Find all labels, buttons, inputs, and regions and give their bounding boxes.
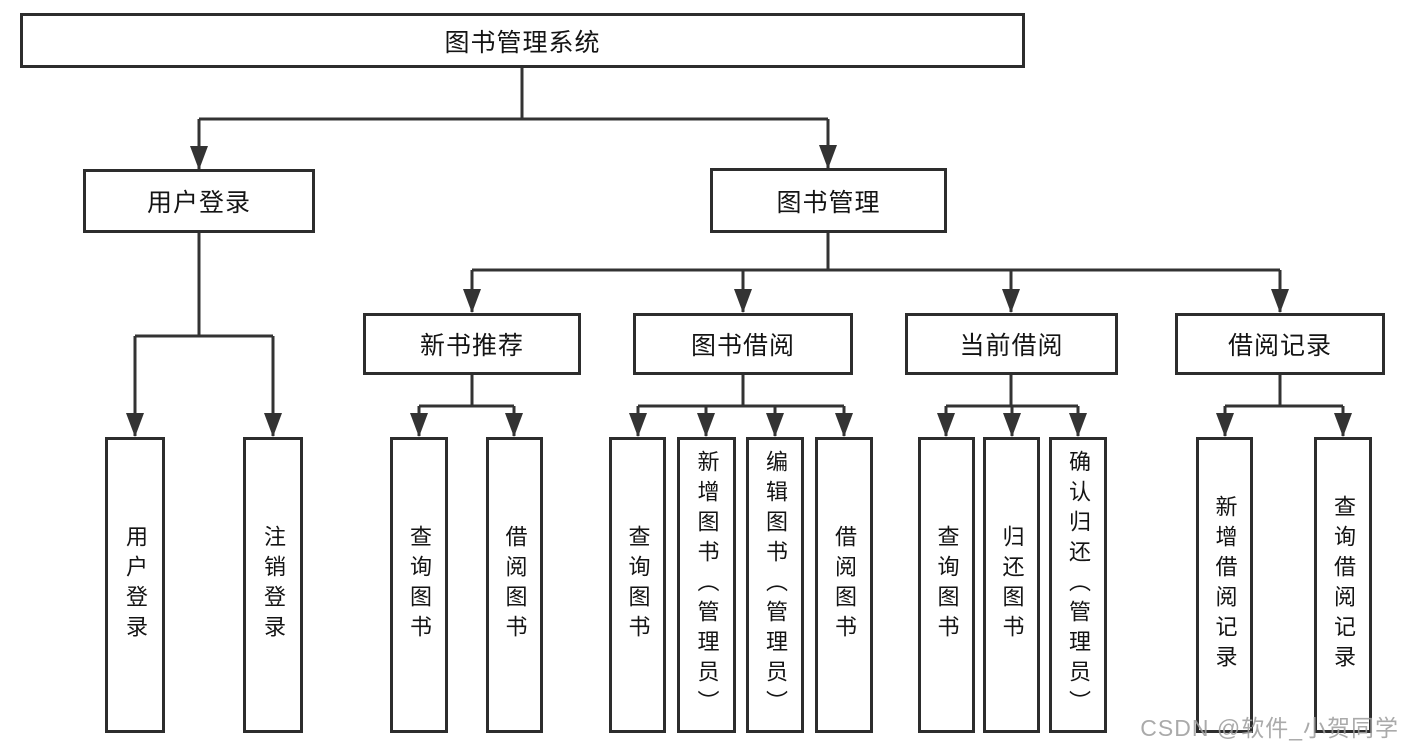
leaf-user-login: 用户登录 <box>105 437 165 733</box>
leaf-current-return-book: 归还图书 <box>983 437 1040 733</box>
leaf-recommend-borrow-book: 借阅图书 <box>486 437 543 733</box>
leaf-record-add-label: 新增借阅记录 <box>1212 495 1238 675</box>
node-borrow-record-label: 借阅记录 <box>1227 332 1332 360</box>
leaf-logout-label: 注销登录 <box>261 525 286 645</box>
leaf-borrow-edit-book-admin-label: 编辑图书（管理员） <box>763 450 788 720</box>
leaf-record-query-label: 查询借阅记录 <box>1331 495 1356 675</box>
node-user-login: 用户登录 <box>83 169 315 233</box>
node-current-borrow-label: 当前借阅 <box>959 332 1064 360</box>
leaf-current-return-book-label: 归还图书 <box>999 525 1025 645</box>
node-borrow-record: 借阅记录 <box>1175 313 1385 375</box>
node-book-management: 图书管理 <box>710 168 947 233</box>
leaf-current-confirm-return-admin-label: 确认归还（管理员） <box>1066 450 1091 720</box>
node-book-borrow-label: 图书借阅 <box>690 332 795 360</box>
node-new-book-recommend-label: 新书推荐 <box>419 332 524 360</box>
csdn-watermark: CSDN @软件_小贺同学 <box>1140 715 1399 741</box>
node-book-management-label: 图书管理 <box>776 188 881 217</box>
leaf-record-query: 查询借阅记录 <box>1314 437 1372 733</box>
leaf-recommend-query-book-label: 查询图书 <box>407 525 432 645</box>
node-root-system: 图书管理系统 <box>20 13 1025 68</box>
leaf-user-login-label: 用户登录 <box>123 525 148 645</box>
node-book-borrow: 图书借阅 <box>633 313 853 375</box>
leaf-current-query-book: 查询图书 <box>918 437 975 733</box>
leaf-borrow-edit-book-admin: 编辑图书（管理员） <box>746 437 804 733</box>
leaf-borrow-add-book-admin-label: 新增图书（管理员） <box>694 450 720 720</box>
leaf-borrow-query-book: 查询图书 <box>609 437 666 733</box>
leaf-record-add: 新增借阅记录 <box>1196 437 1253 733</box>
connector-trunks <box>135 68 1343 408</box>
leaf-current-query-book-label: 查询图书 <box>934 525 960 645</box>
leaf-borrow-add-book-admin: 新增图书（管理员） <box>677 437 736 733</box>
node-current-borrow: 当前借阅 <box>905 313 1118 375</box>
leaf-borrow-borrow-book-label: 借阅图书 <box>832 525 857 645</box>
leaf-borrow-query-book-label: 查询图书 <box>625 525 651 645</box>
node-user-login-label: 用户登录 <box>146 189 251 217</box>
node-new-book-recommend: 新书推荐 <box>363 313 581 375</box>
leaf-current-confirm-return-admin: 确认归还（管理员） <box>1049 437 1107 733</box>
node-root-system-label: 图书管理系统 <box>444 28 601 57</box>
leaf-recommend-borrow-book-label: 借阅图书 <box>502 525 528 645</box>
leaf-recommend-query-book: 查询图书 <box>390 437 448 733</box>
leaf-borrow-borrow-book: 借阅图书 <box>815 437 873 733</box>
leaf-logout: 注销登录 <box>243 437 303 733</box>
